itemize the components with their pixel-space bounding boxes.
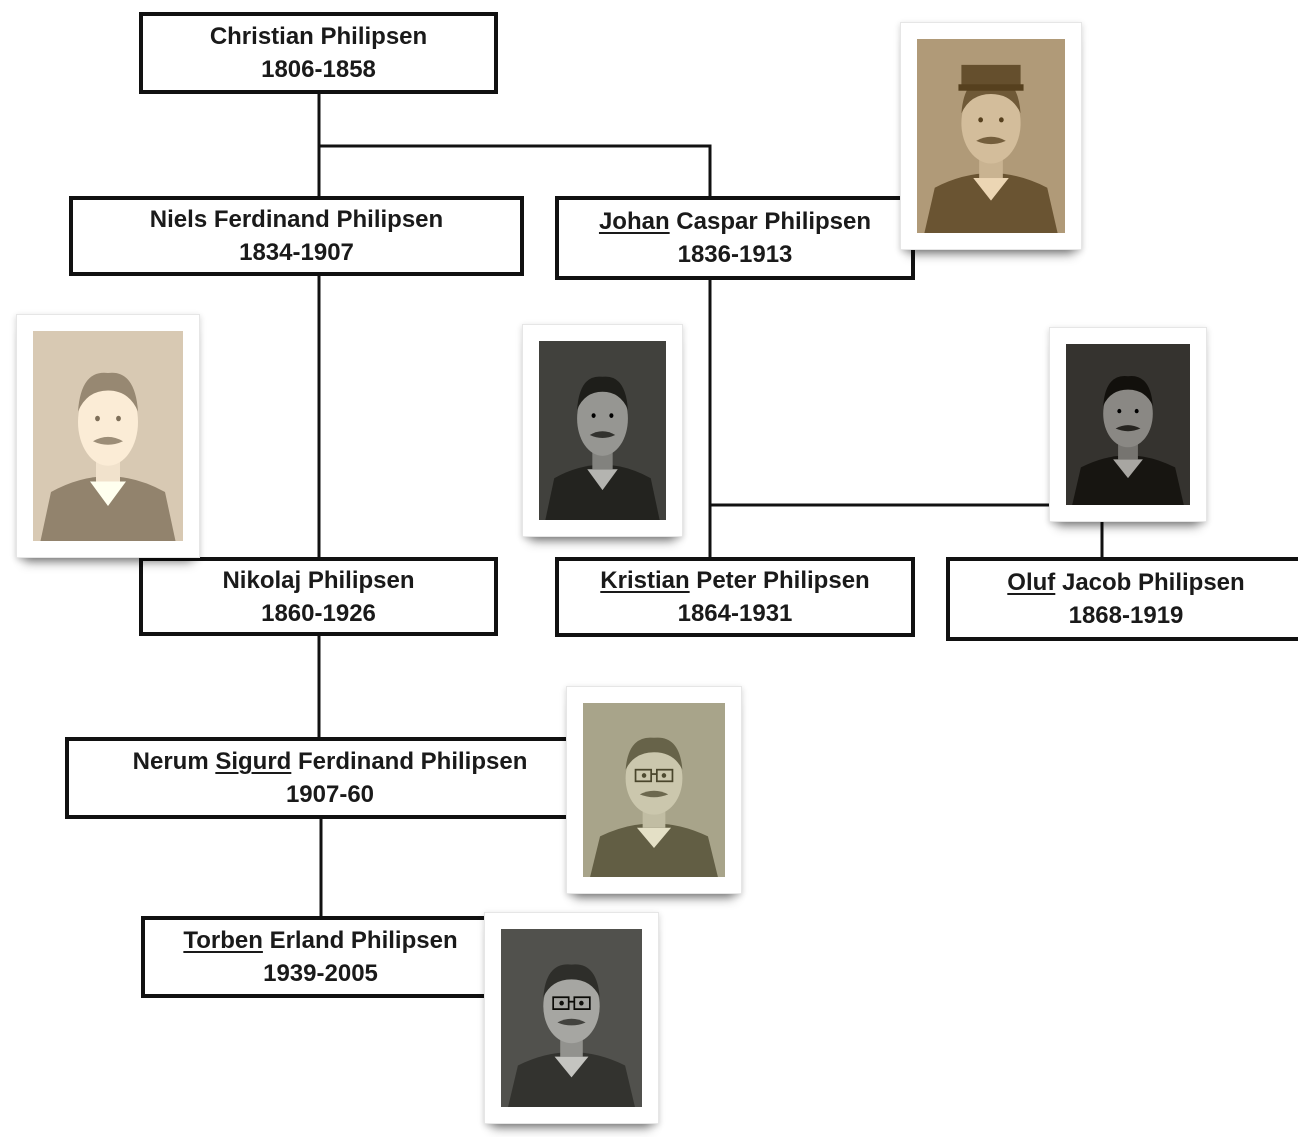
- person-node-johan: Johan Caspar Philipsen 1836-1913: [555, 196, 915, 280]
- name-part-underlined: Oluf: [1007, 569, 1056, 596]
- person-years: 1907-60: [285, 781, 375, 808]
- name-part: Jacob Philipsen: [1055, 569, 1245, 596]
- portrait-image: [917, 39, 1065, 233]
- person-name: Torben Erland Philipsen: [183, 924, 457, 957]
- person-node-christian: Christian Philipsen 1806-1858: [139, 12, 498, 94]
- person-years: 1836-1913: [677, 241, 793, 268]
- person-node-kristian: Kristian Peter Philipsen 1864-1931: [555, 557, 915, 637]
- portrait-image: [501, 929, 642, 1107]
- name-part: Nerum: [132, 748, 216, 775]
- person-name: Nerum Sigurd Ferdinand Philipsen: [133, 745, 528, 778]
- photo-oluf: [1049, 327, 1207, 522]
- person-name: Christian Philipsen: [210, 20, 427, 53]
- photo-johan: [900, 22, 1082, 250]
- photo-sigurd: [566, 686, 742, 894]
- name-part: Erland Philipsen: [262, 927, 458, 954]
- person-node-oluf: Oluf Jacob Philipsen 1868-1919: [946, 557, 1298, 641]
- person-node-niels: Niels Ferdinand Philipsen 1834-1907: [69, 196, 524, 276]
- name-part-underlined: Johan: [598, 208, 670, 235]
- name-part: Ferdinand Philipsen: [291, 748, 528, 775]
- name-part-underlined: Sigurd: [215, 748, 292, 775]
- person-node-nikolaj: Nikolaj Philipsen 1860-1926: [139, 557, 498, 636]
- name-part-underlined: Torben: [183, 927, 263, 954]
- person-years: 1834-1907: [239, 239, 354, 266]
- person-name: Nikolaj Philipsen: [222, 564, 414, 597]
- portrait-image: [583, 703, 725, 877]
- person-node-sigurd: Nerum Sigurd Ferdinand Philipsen 1907-60: [65, 737, 595, 819]
- person-name: Oluf Jacob Philipsen: [1007, 566, 1244, 599]
- person-years: 1868-1919: [1068, 602, 1184, 629]
- person-years: 1860-1926: [261, 599, 376, 627]
- person-years: 1806-1858: [261, 56, 376, 83]
- name-part: Nikolaj Philipsen: [222, 566, 415, 594]
- portrait-image: [33, 331, 183, 541]
- photo-torben: [484, 912, 659, 1124]
- portrait-image: [539, 341, 666, 520]
- person-years: 1939-2005: [263, 960, 378, 987]
- person-name: Kristian Peter Philipsen: [600, 564, 869, 597]
- name-part: Caspar Philipsen: [669, 208, 872, 235]
- name-part: Peter Philipsen: [689, 567, 870, 594]
- person-node-torben: Torben Erland Philipsen 1939-2005: [141, 916, 500, 998]
- name-part: Christian Philipsen: [209, 23, 428, 50]
- name-part-underlined: Kristian: [600, 567, 690, 594]
- person-years: 1864-1931: [677, 600, 793, 627]
- portrait-image: [1066, 344, 1190, 505]
- photo-nikolaj: [16, 314, 200, 558]
- person-name: Johan Caspar Philipsen: [599, 205, 871, 238]
- name-part: Niels Ferdinand Philipsen: [149, 206, 444, 233]
- photo-kristian: [522, 324, 683, 537]
- person-name: Niels Ferdinand Philipsen: [150, 203, 443, 236]
